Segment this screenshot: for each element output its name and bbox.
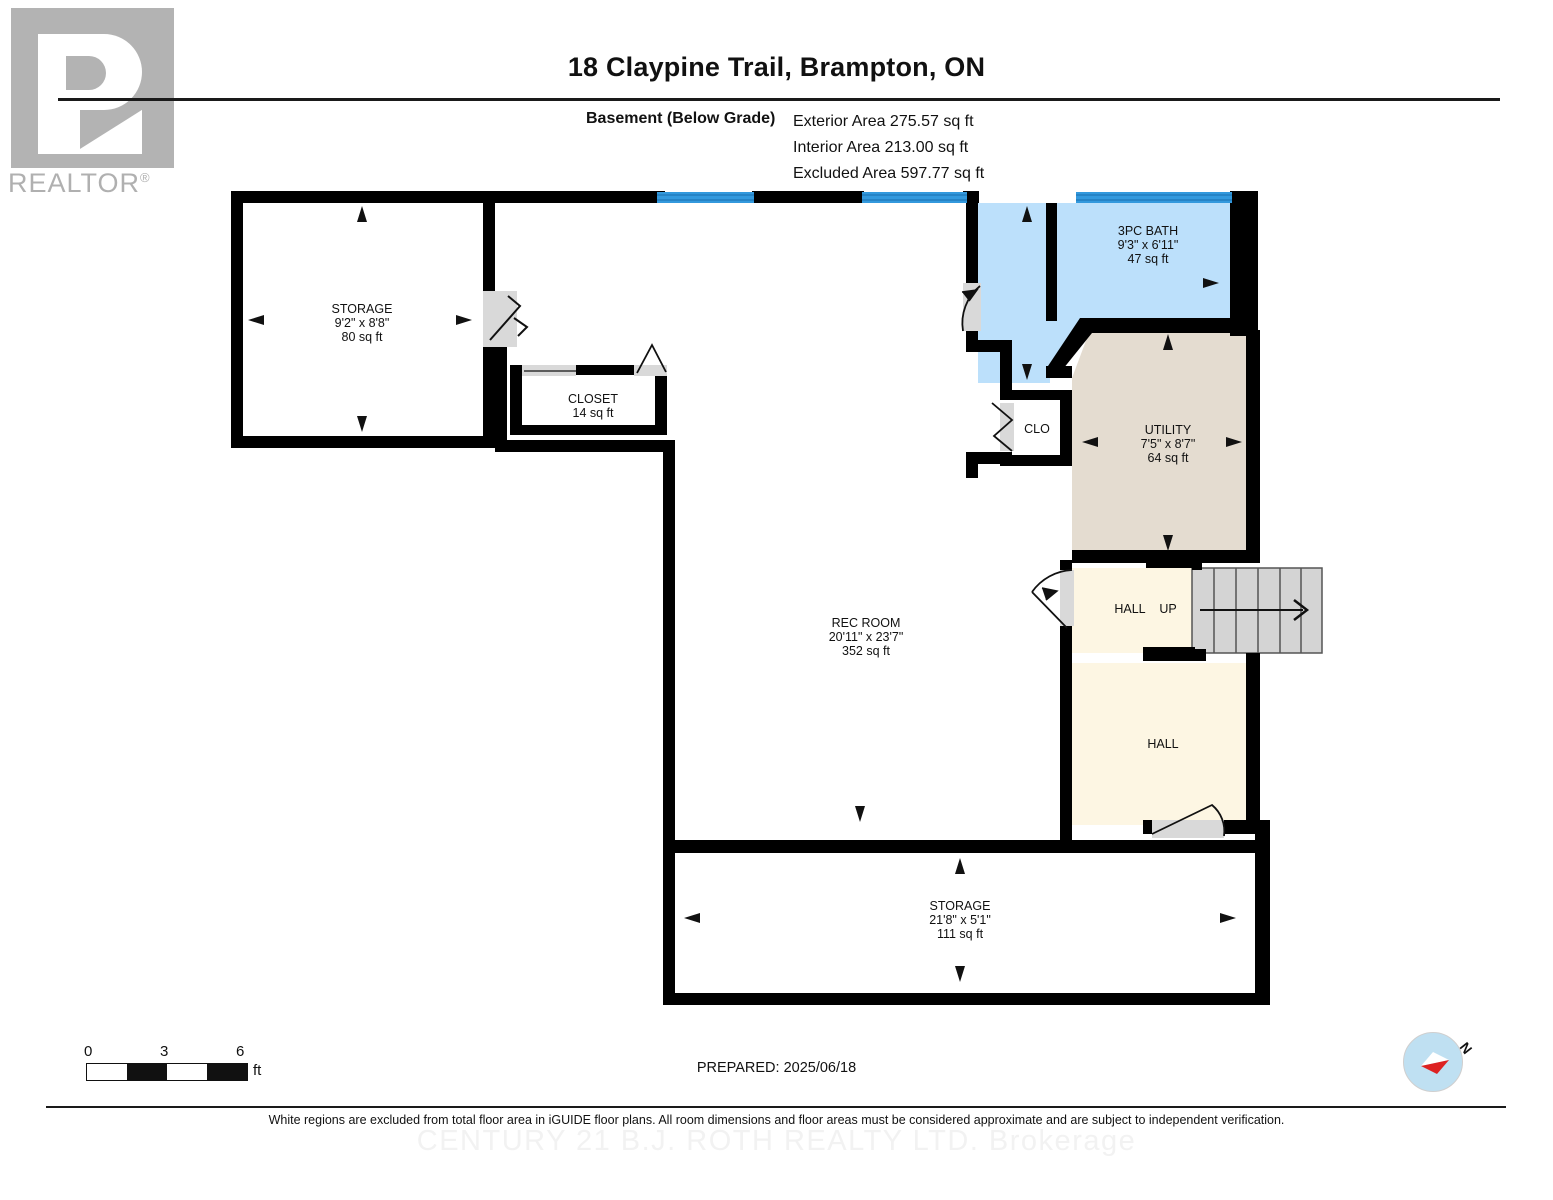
page-title: 18 Claypine Trail, Brampton, ON bbox=[567, 52, 986, 82]
label-storage-lower-dims: 21'8" x 5'1" bbox=[929, 913, 991, 927]
excluded-area-text: Excluded Area 597.77 sq ft bbox=[793, 165, 985, 182]
room-fill-storage-upper bbox=[243, 203, 483, 436]
brokerage-watermark: CENTURY 21 B.J. ROTH REALTY LTD. Brokera… bbox=[416, 1125, 1137, 1157]
door-opening-storage bbox=[483, 291, 517, 347]
scale-bar bbox=[86, 1063, 248, 1081]
room-fill-storage-lower bbox=[675, 853, 1255, 993]
door-opening-hall bbox=[1060, 570, 1074, 626]
compass-rose: N bbox=[1403, 1032, 1475, 1094]
area-summary: Exterior Area 275.57 sq ft Interior Area… bbox=[793, 109, 984, 187]
registered-mark: ® bbox=[140, 170, 151, 185]
label-utility-area: 64 sq ft bbox=[1148, 451, 1190, 465]
exterior-area-text: Exterior Area 275.57 sq ft bbox=[793, 113, 974, 130]
label-closet-name: CLOSET bbox=[568, 392, 618, 406]
realtor-logo-text: REALTOR® bbox=[8, 168, 188, 199]
room-fill-utility bbox=[1072, 330, 1258, 560]
scale-segment-2 bbox=[127, 1064, 167, 1080]
room-fill-rec-room bbox=[514, 203, 1060, 840]
scale-unit-label: ft bbox=[253, 1062, 262, 1079]
label-rec-room-name: REC ROOM bbox=[832, 616, 901, 630]
scale-segment-4 bbox=[207, 1064, 247, 1080]
disclaimer-text: White regions are excluded from total fl… bbox=[268, 1113, 1285, 1127]
label-closet-area: 14 sq ft bbox=[573, 406, 615, 420]
label-storage-lower-name: STORAGE bbox=[930, 899, 991, 913]
window-3 bbox=[1076, 192, 1232, 203]
label-bath-name: 3PC BATH bbox=[1118, 224, 1178, 238]
label-bath-area: 47 sq ft bbox=[1128, 252, 1170, 266]
prepared-date: PREPARED: 2025/06/18 bbox=[696, 1060, 857, 1076]
doors bbox=[483, 283, 1226, 838]
windows bbox=[657, 192, 1232, 203]
label-hall-lower: HALL bbox=[1147, 737, 1178, 751]
room-fill-hall-lower bbox=[1072, 663, 1258, 825]
label-utility-dims: 7'5" x 8'7" bbox=[1141, 437, 1196, 451]
compass-needle-icon bbox=[1421, 1052, 1449, 1074]
dimension-arrows bbox=[248, 206, 1242, 982]
room-fill-hall-upper bbox=[1072, 568, 1192, 653]
label-stairs-up: UP bbox=[1159, 602, 1176, 616]
door-opening-clo bbox=[1000, 403, 1014, 451]
title-divider bbox=[58, 98, 1500, 101]
room-labels: STORAGE 9'2" x 8'8" 80 sq ft CLOSET 14 s… bbox=[332, 224, 1196, 941]
label-storage-upper-name: STORAGE bbox=[332, 302, 393, 316]
label-hall-upper: HALL bbox=[1114, 602, 1145, 616]
window-2 bbox=[862, 192, 967, 203]
scale-segment-1 bbox=[87, 1064, 127, 1080]
scale-tick-3: 3 bbox=[160, 1043, 169, 1060]
label-storage-upper-area: 80 sq ft bbox=[342, 330, 384, 344]
realtor-logo-r-counter bbox=[66, 56, 106, 90]
label-storage-lower-area: 111 sq ft bbox=[937, 927, 984, 941]
walls bbox=[231, 191, 1270, 1005]
label-rec-room-dims: 20'11" x 23'7" bbox=[829, 630, 904, 644]
label-clo: CLO bbox=[1024, 422, 1050, 436]
label-storage-upper-dims: 9'2" x 8'8" bbox=[335, 316, 390, 330]
realtor-logo: REALTOR® bbox=[8, 8, 176, 198]
label-bath-dims: 9'3" x 6'11" bbox=[1118, 238, 1179, 252]
floor-level-label: Basement (Below Grade) bbox=[586, 110, 776, 127]
stairs-direction-arrow bbox=[1200, 599, 1310, 621]
scale-tick-6: 6 bbox=[236, 1043, 245, 1060]
door-opening-closet-right bbox=[634, 365, 667, 376]
interior-area-text: Interior Area 213.00 sq ft bbox=[793, 139, 969, 156]
label-utility-name: UTILITY bbox=[1145, 423, 1192, 437]
window-1 bbox=[657, 192, 754, 203]
scale-tick-0: 0 bbox=[84, 1043, 93, 1060]
realtor-logo-wordmark: REALTOR bbox=[8, 168, 141, 198]
footer-divider bbox=[46, 1106, 1506, 1108]
scale-segment-3 bbox=[167, 1064, 207, 1080]
label-rec-room-area: 352 sq ft bbox=[842, 644, 890, 658]
